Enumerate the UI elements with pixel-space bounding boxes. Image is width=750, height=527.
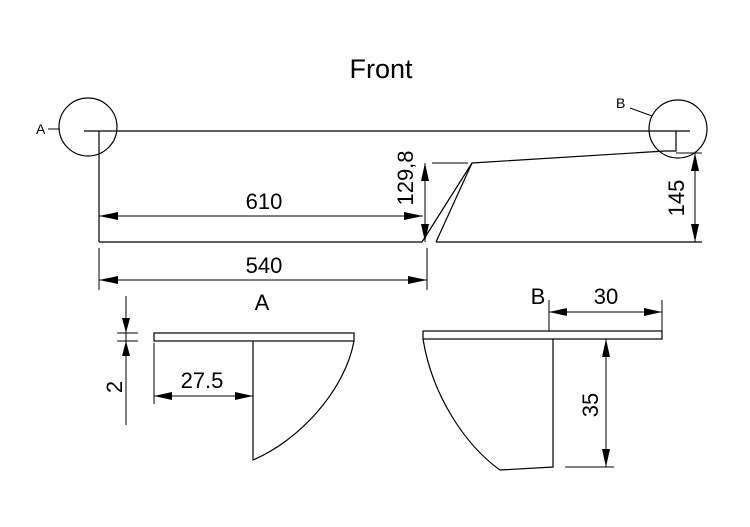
front-detail-label-a: A — [36, 121, 46, 137]
view-title: Front — [349, 54, 413, 84]
detail-b-plate — [422, 330, 663, 340]
dim-35: 35 — [578, 393, 603, 417]
detail-a-plate — [153, 332, 355, 342]
detail-a-body — [252, 340, 355, 461]
dim-2: 2 — [102, 381, 127, 393]
dim-129-8: 129,8 — [393, 150, 418, 205]
dim-540: 540 — [246, 253, 283, 278]
front-detail-label-b: B — [616, 95, 625, 111]
detail-label-a: A — [255, 290, 270, 315]
detail-b-body — [422, 338, 554, 471]
dim-145: 145 — [664, 180, 689, 217]
front-wedge-profile — [421, 131, 677, 243]
detail-label-b: B — [531, 284, 546, 309]
detail-circle-a — [58, 97, 118, 157]
detail-circle-b — [648, 99, 708, 159]
dim-610: 610 — [246, 189, 283, 214]
dim-27-5: 27.5 — [181, 368, 224, 393]
dim-30: 30 — [594, 284, 618, 309]
